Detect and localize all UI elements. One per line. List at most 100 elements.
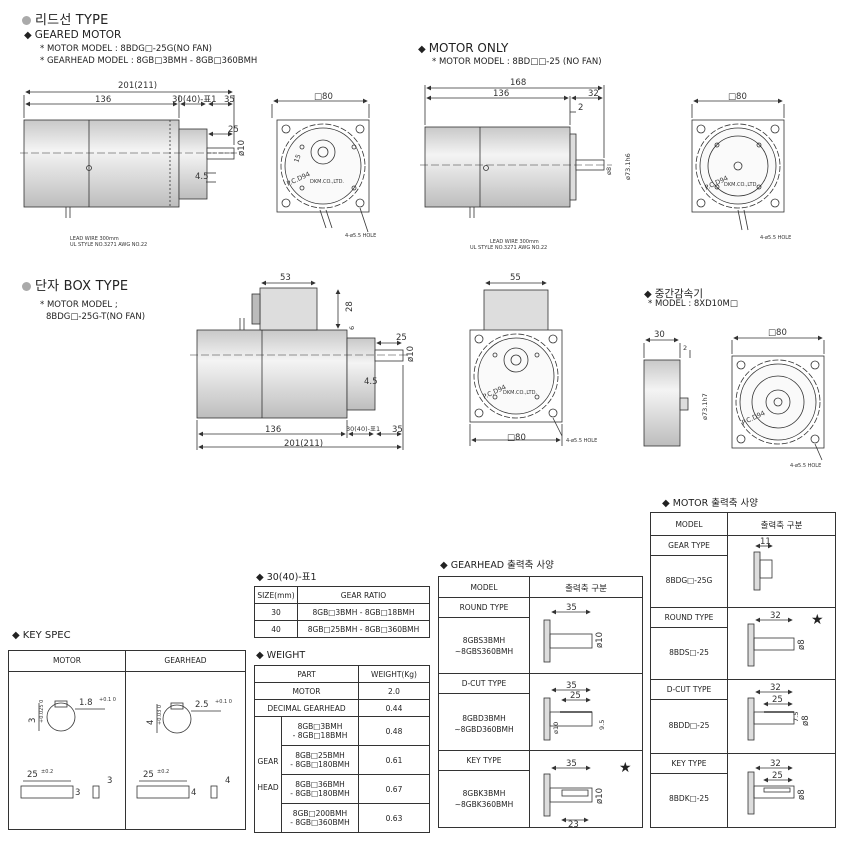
cell-part: 8GB□3BMH- 8GB□18BMH <box>281 716 359 746</box>
box-dim-35: 35 <box>392 425 403 435</box>
mo-dim-d8: ø8 <box>605 167 613 175</box>
gs-dcut-d10: ø10 <box>552 722 560 734</box>
th-ratio: GEAR RATIO <box>297 586 430 604</box>
diamond-icon: ◆ <box>256 650 264 661</box>
kg-25: 2.5 <box>195 700 209 710</box>
box-dim-28: 28 <box>345 301 355 312</box>
cell-part: DECIMAL GEARHEAD <box>254 699 359 717</box>
gs-dcut-25: 25 <box>570 691 581 701</box>
cell-ratio: 8GB□3BMH - 8GB□18BMH <box>297 603 430 621</box>
star-icon: ★ <box>811 612 824 628</box>
star-icon: ★ <box>619 760 632 776</box>
cell-part: 8GB□25BMH- 8GB□180BMH <box>281 745 359 775</box>
dim-35: 35 <box>224 95 235 105</box>
gs-key: KEY TYPE <box>466 756 502 765</box>
diamond-icon: ◆ <box>24 30 32 41</box>
ms-round-model: 8BDS□-25 <box>669 648 709 657</box>
box-dim-overall: 201(211) <box>284 439 323 449</box>
divider <box>727 513 728 827</box>
geared-motor-heading: ◆GEARED MOTOR <box>24 29 122 41</box>
ms-key-32: 32 <box>770 759 781 769</box>
divider <box>651 627 727 628</box>
diamond-icon: ◆ <box>440 560 448 571</box>
ms-dcut-model: 8BDD□-25 <box>668 721 710 730</box>
dim-30: 30(40)-표1 <box>172 95 217 105</box>
cell-weight: 0.61 <box>358 745 430 775</box>
mo-maker: DKM.CO.,LTD. <box>724 182 758 188</box>
motor-shaft-table: MODEL 출력축 구분 GEAR TYPE 8BDG□-25G ROUND T… <box>650 512 836 828</box>
mo-dim-2: 2 <box>578 103 583 113</box>
divider <box>439 770 529 771</box>
cell-ratio: 8GB□25BMH - 8GB□360BMH <box>297 620 430 638</box>
ms-key-model: 8BDK□-25 <box>669 794 709 803</box>
ms-dcut-75: 7.5 <box>792 712 800 722</box>
diamond-icon: ◆ <box>662 498 670 509</box>
technical-drawings: 201(211) 136 30(40)-표1 35 25 ø10 4.5 LEA… <box>20 78 825 469</box>
ms-h-shaft: 출력축 구분 <box>760 521 803 531</box>
geared-motor-side-view <box>20 89 240 218</box>
diamond-icon: ◆ <box>644 289 652 300</box>
dim-overall: 201(211) <box>118 81 157 91</box>
motor-only-model: * MOTOR MODEL : 8BD□□-25 (NO FAN) <box>432 57 602 67</box>
ms-key: KEY TYPE <box>671 759 707 768</box>
gs-h-shaft: 출력축 구분 <box>565 584 607 594</box>
intermediate-title: ◆중간감속기 <box>644 288 704 300</box>
mid-dim-d73: ø73.1h7 <box>701 393 709 420</box>
cell-part: MOTOR <box>254 682 359 700</box>
mo-lead-wire: LEAD WIRE 300mm <box>490 239 539 245</box>
diamond-icon: ◆ <box>418 44 426 55</box>
gearhead-shaft-table: MODEL 출력축 구분 ROUND TYPE 8GBS3BMH~8GBS360… <box>438 576 643 828</box>
divider <box>651 679 835 680</box>
gs-round-d10: ø10 <box>595 632 605 648</box>
hole-note: 4-ø5.5 HOLE <box>345 233 376 239</box>
diamond-icon: ◆ <box>256 572 264 583</box>
km-3b: 3 <box>75 788 80 798</box>
box-type-side-view <box>190 280 410 450</box>
dim-d10: ø10 <box>237 140 247 156</box>
bullet-icon <box>22 16 31 25</box>
gs-key-23: 23 <box>568 820 579 827</box>
divider <box>439 673 642 674</box>
divider <box>439 617 529 618</box>
gs-dcut-models: 8GBD3BMH~8GBD360BMH <box>454 714 514 734</box>
kg-4: 4 <box>146 720 156 725</box>
gearhead-model-text: * GEARHEAD MODEL : 8GB□3BMH - 8GB□360BMH <box>40 56 258 66</box>
divider <box>439 693 529 694</box>
box-model-2: 8BDG□-25G-T(NO FAN) <box>46 312 146 322</box>
km-18tol: +0.1 0 <box>99 697 116 703</box>
box-maker: DKM.CO.,LTD. <box>503 390 537 396</box>
km-3: 3 <box>28 718 38 723</box>
cell-weight: 0.48 <box>358 716 430 746</box>
box-dim-136: 136 <box>265 425 281 435</box>
box-hole-note: 4-ø5.5 HOLE <box>566 438 597 444</box>
kg-4b: 4 <box>191 788 196 798</box>
key-spec-table: MOTOR GEARHEAD 3 +0.025 0 1.8 +0.1 0 4 +… <box>8 650 246 830</box>
ms-gear: GEAR TYPE <box>668 541 710 550</box>
divider <box>651 555 727 556</box>
ms-key-25: 25 <box>772 771 783 781</box>
motor-shaft-title: ◆MOTOR 출력축 사양 <box>662 498 758 509</box>
mo-dim-sq80: □80 <box>728 92 747 102</box>
lead-wire-note: LEAD WIRE 300mm <box>70 236 119 242</box>
mid-hole-note: 4-ø5.5 HOLE <box>790 463 821 469</box>
gs-drawings: 35 ø10 35 25 ø10 9.5 35 ø10 23 <box>543 603 606 827</box>
th-weight: WEIGHT(Kg) <box>358 665 430 683</box>
box-model-1: * MOTOR MODEL ; <box>40 300 118 310</box>
col-gearhead: GEARHEAD <box>164 656 207 665</box>
key-spec-drawings: 3 +0.025 0 1.8 +0.1 0 4 +0.03 0 2.5 +0.1… <box>20 697 232 799</box>
kg-25btol: ±0.2 <box>157 769 169 775</box>
ms-round-d8: ø8 <box>797 639 807 650</box>
box-dim-d10: ø10 <box>406 346 416 362</box>
dim-136: 136 <box>95 95 111 105</box>
dim-45: 4.5 <box>195 172 209 182</box>
gs-round-models: 8GBS3BMH~8GBS360BMH <box>454 636 514 656</box>
motor-only-heading: ◆MOTOR ONLY <box>418 41 509 55</box>
